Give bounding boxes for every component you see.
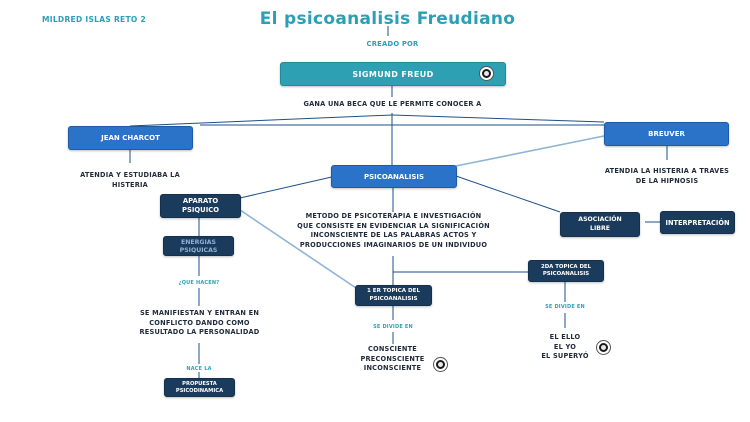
creado-por-label: CREADO POR	[366, 40, 419, 48]
psicoanalisis-label: PSICOANALISIS	[363, 172, 425, 181]
breuver-description: ATENDIA LA HISTERIA A TRAVES DE LA HIPNO…	[604, 167, 730, 185]
inconsciente-item: INCONSCIENTE	[363, 364, 422, 373]
gana-beca-label: GANA UNA BECA QUE LE PERMITE CONOCER A	[303, 100, 482, 108]
sigmund-freud-node[interactable]: SIGMUND FREUD	[280, 62, 506, 86]
sigmund-freud-label: SIGMUND FREUD	[352, 69, 434, 79]
author-label: MILDRED ISLAS RETO 2	[42, 15, 147, 24]
psicoanalisis-node[interactable]: PSICOANALISIS	[331, 165, 457, 188]
jean-charcot-label: JEAN CHARCOT	[101, 134, 160, 142]
topica-1-label: 1 ER TOPICA DEL PSICOANALISIS	[366, 288, 421, 302]
page-title: El psicoanalisis Freudiano	[259, 9, 516, 29]
topica-2-parts: EL ELLO EL YO EL SUPERYÓ	[520, 333, 610, 362]
manifiestan-text: SE MANIFIESTAN Y ENTRAN EN CONFLICTO DAN…	[139, 309, 260, 337]
aparato-psiquico-label: APARATO PSIQUICO	[182, 197, 219, 214]
metodo-text: METODO DE PSICOTERAPIA E INVESTIGACIÓN Q…	[297, 212, 490, 249]
aparato-psiquico-node[interactable]: APARATO PSIQUICO	[160, 194, 241, 218]
attachment-icon[interactable]	[480, 67, 493, 80]
nace-la-label: NACE LA	[186, 366, 212, 372]
topica-2-label: 2DA TOPICA DEL PSICOANALISIS	[540, 263, 592, 277]
asociacion-libre-node[interactable]: ASOCIACIÓN LIBRE	[560, 212, 640, 237]
energias-psiquicas-label: ENERGIAS PSIQUICAS	[179, 239, 218, 255]
propuesta-psicodinamica-label: PROPUESTA PSICODINAMICA	[175, 380, 224, 394]
el-yo-item: EL YO	[553, 342, 577, 351]
se-divide-1-label: SE DIVIDE EN	[373, 324, 413, 330]
el-superyo-item: EL SUPERYÓ	[541, 352, 589, 361]
consciente-item: CONSCIENTE	[367, 345, 418, 353]
asociacion-libre-label: ASOCIACIÓN LIBRE	[578, 216, 622, 232]
se-divide-2-label: SE DIVIDE EN	[545, 304, 585, 310]
propuesta-psicodinamica-node[interactable]: PROPUESTA PSICODINAMICA	[164, 378, 235, 397]
topica-1-node[interactable]: 1 ER TOPICA DEL PSICOANALISIS	[355, 285, 432, 306]
preconsciente-item: PRECONSCIENTE	[360, 354, 425, 363]
topica-1-parts: CONSCIENTE PRECONSCIENTE INCONSCIENTE	[345, 345, 440, 374]
jean-charcot-node[interactable]: JEAN CHARCOT	[68, 126, 193, 150]
interpretacion-node[interactable]: INTERPRETACIÓN	[660, 211, 735, 234]
breuver-label: BREUVER	[648, 130, 685, 138]
el-ello-item: EL ELLO	[549, 333, 581, 341]
que-hacen-label: ¿QUE HACEN?	[178, 280, 220, 286]
attachment-icon[interactable]	[597, 341, 610, 354]
breuver-node[interactable]: BREUVER	[604, 122, 729, 146]
energias-psiquicas-node[interactable]: ENERGIAS PSIQUICAS	[163, 236, 234, 256]
attachment-icon[interactable]	[434, 358, 447, 371]
interpretacion-label: INTERPRETACIÓN	[665, 218, 730, 227]
topica-2-node[interactable]: 2DA TOPICA DEL PSICOANALISIS	[528, 260, 604, 282]
charcot-description: ATENDIA Y ESTUDIABA LA HISTERIA	[80, 171, 180, 189]
